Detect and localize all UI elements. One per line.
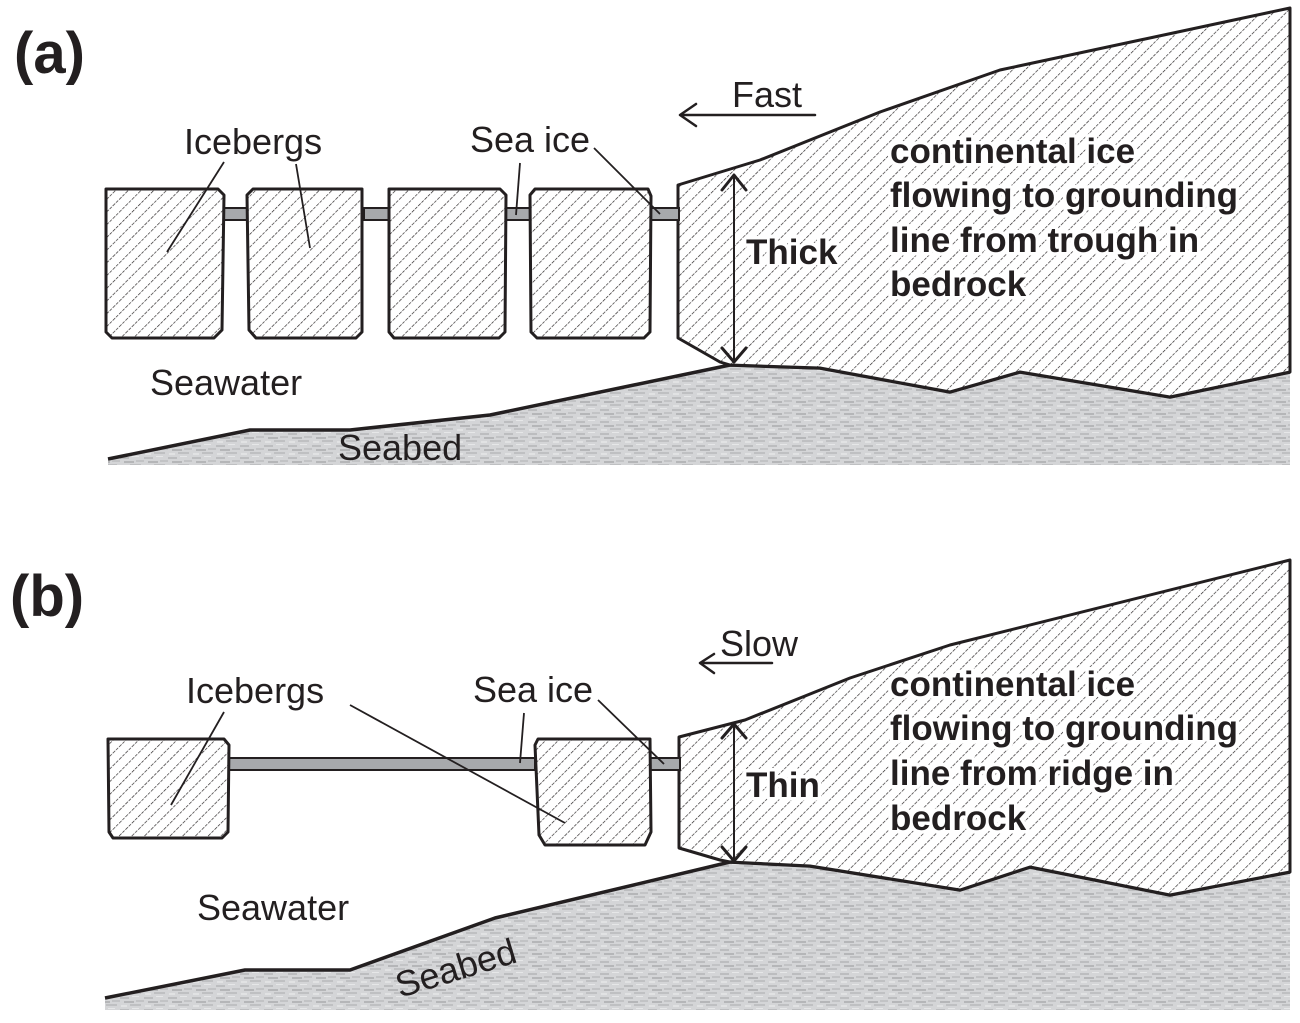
panel-letter-b: (b): [10, 564, 84, 629]
arrow-left-icon: [678, 102, 817, 128]
continental-ice-b: [677, 558, 1292, 897]
seabed-a: [108, 365, 1290, 465]
leader-seaice-a-2: [593, 147, 661, 215]
panel-a: (a) Icebergs Sea ice Fast: [14, 6, 1292, 468]
panel-b: (b) Icebergs Sea ice Slow Thin: [10, 558, 1292, 1010]
iceberg-a-2: [245, 187, 364, 340]
label-thickness-a: Thick: [746, 233, 838, 272]
flow-arrow-b: Slow: [698, 623, 799, 675]
leader-seaice-a-1: [515, 162, 521, 216]
label-seawater-b: Seawater: [197, 887, 349, 928]
description-line: line from ridge in: [890, 754, 1174, 793]
sea-ice-a-1: [222, 207, 250, 221]
description-line: line from trough in: [890, 221, 1199, 260]
label-thickness-b: Thin: [746, 766, 820, 805]
label-seawater-a: Seawater: [150, 362, 302, 403]
leader-icebergs-a-1: [166, 161, 225, 253]
arrowhead-down-icon: [720, 346, 748, 364]
label-sea-ice-b: Sea ice: [473, 669, 593, 710]
thickness-indicator-b: Thin: [720, 722, 823, 863]
label-flow-speed-b: Slow: [720, 623, 799, 664]
continental-ice-a: [676, 6, 1292, 399]
label-seabed-a: Seabed: [338, 427, 462, 468]
description-line: bedrock: [890, 799, 1027, 838]
sea-ice-b-1: [226, 757, 536, 771]
arrowhead-up-icon: [720, 173, 748, 192]
thickness-indicator-a: Thick: [720, 173, 841, 364]
description-line: continental ice: [890, 132, 1135, 171]
label-flow-speed-a: Fast: [732, 74, 802, 115]
description-line: flowing to grounding: [890, 709, 1238, 748]
leader-seaice-b-2: [597, 699, 665, 765]
description-a: continental ice flowing to grounding lin…: [887, 129, 1242, 308]
leader-icebergs-b-1: [170, 711, 225, 806]
description-line: bedrock: [890, 265, 1027, 304]
leader-icebergs-a-2: [295, 163, 311, 249]
sea-ice-a-3: [504, 207, 532, 221]
sea-ice-a-2: [363, 207, 391, 221]
iceberg-a-4: [528, 187, 653, 340]
description-line: flowing to grounding: [890, 176, 1238, 215]
description-line: continental ice: [890, 665, 1135, 704]
leader-icebergs-b-2: [349, 704, 566, 824]
panel-letter-a: (a): [14, 21, 85, 86]
arrowhead-down-icon: [720, 845, 748, 863]
label-icebergs-b: Icebergs: [186, 670, 324, 711]
seabed-b: [105, 862, 1290, 1010]
description-b: continental ice flowing to grounding lin…: [887, 662, 1242, 842]
iceberg-a-3: [387, 187, 508, 340]
flow-arrow-a: Fast: [678, 74, 817, 128]
arrow-left-icon: [698, 652, 774, 675]
iceberg-b-1: [106, 737, 231, 840]
iceberg-b-2: [533, 737, 653, 847]
sea-ice-b-2: [649, 757, 681, 771]
label-icebergs-a: Icebergs: [184, 121, 322, 162]
label-sea-ice-a: Sea ice: [470, 119, 590, 160]
iceberg-a-1: [104, 187, 226, 340]
leader-seaice-b-1: [519, 712, 525, 764]
arrowhead-up-icon: [720, 722, 748, 740]
